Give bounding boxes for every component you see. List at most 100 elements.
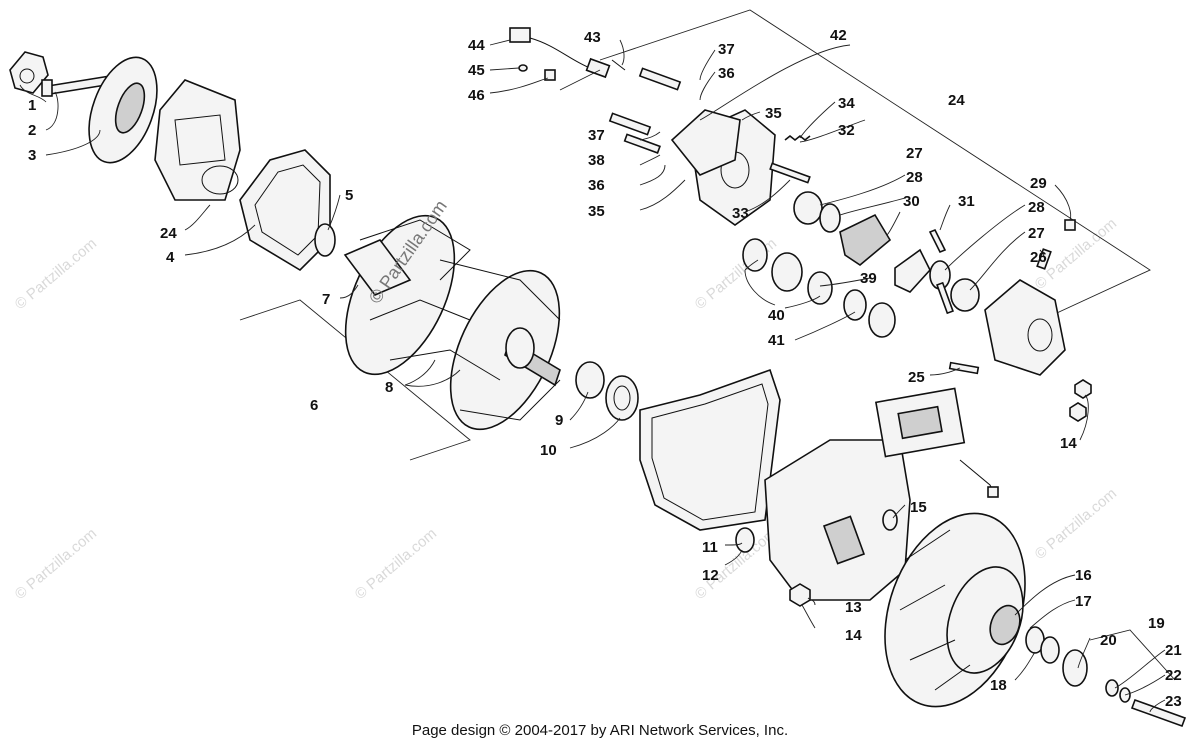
gearcase-assembly <box>639 368 999 607</box>
callout-27a: 27 <box>906 145 923 162</box>
callout-17: 17 <box>1075 593 1092 610</box>
spring-34 <box>784 134 811 142</box>
callout-1: 1 <box>28 97 36 114</box>
pin-31 <box>928 228 947 254</box>
callout-2: 2 <box>28 122 36 139</box>
callout-45: 45 <box>468 62 485 79</box>
nut-14 <box>789 583 811 607</box>
callout-39: 39 <box>860 270 877 287</box>
callout-32: 32 <box>838 122 855 139</box>
spider-nut <box>9 51 49 94</box>
callout-43: 43 <box>584 29 601 46</box>
callout-35a: 35 <box>765 105 782 122</box>
callout-41: 41 <box>768 332 785 349</box>
bleeder-26 <box>1036 248 1052 270</box>
drive-clutch-assembly <box>9 51 336 272</box>
sensor-body <box>585 57 611 79</box>
group-bracket-24 <box>599 9 1151 331</box>
spacer-washer <box>575 361 605 399</box>
clip-46 <box>544 69 556 81</box>
callout-23: 23 <box>1165 693 1182 710</box>
callout-8: 8 <box>385 379 393 396</box>
callout-4: 4 <box>166 249 175 266</box>
ball-bearing <box>605 375 639 421</box>
callout-21: 21 <box>1165 642 1182 659</box>
brake-pad-30 <box>839 213 892 266</box>
callout-37b: 37 <box>588 127 605 144</box>
callout-14: 14 <box>845 627 862 644</box>
cup-washer <box>1062 649 1088 687</box>
watermark-text: © Partzilla.com <box>12 235 100 313</box>
bolt-25 <box>936 281 954 315</box>
flat-washer <box>1105 679 1119 697</box>
callout-38: 38 <box>588 152 605 169</box>
callout-27b: 27 <box>1028 225 1045 242</box>
callout-30: 30 <box>903 193 920 210</box>
callout-29: 29 <box>1030 175 1047 192</box>
cap-29 <box>1064 219 1076 231</box>
callout-3: 3 <box>28 147 36 164</box>
watermark-text: © Partzilla.com <box>1032 485 1120 563</box>
callout-22: 22 <box>1165 667 1182 684</box>
screw-45 <box>518 64 528 72</box>
speed-sensor-harness <box>509 27 626 81</box>
brake-assembly <box>608 67 1092 422</box>
nut-14c <box>1069 402 1087 422</box>
case-gasket <box>639 368 781 531</box>
group-bracket-19 <box>1089 629 1176 681</box>
connector-44 <box>509 27 531 43</box>
seal-41 <box>868 302 896 338</box>
pulley-bolt <box>1130 698 1187 728</box>
callout-44: 44 <box>468 37 485 54</box>
piston-27 <box>793 191 823 225</box>
caliper-bracket <box>670 109 741 176</box>
output-shaft <box>822 515 866 565</box>
callout-28b: 28 <box>1028 199 1045 216</box>
callout-31: 31 <box>958 193 975 210</box>
bushing-12 <box>735 527 755 553</box>
bearing-40 <box>771 252 803 292</box>
callout-28a: 28 <box>906 169 923 186</box>
callout-40: 40 <box>768 307 785 324</box>
nut-14b <box>1074 379 1092 399</box>
seal-ring <box>314 223 336 257</box>
splined-shaft <box>343 239 412 296</box>
cover-gasket <box>239 149 331 272</box>
leader-lines <box>19 39 1166 713</box>
secondary-pulley <box>884 512 1026 708</box>
seal-39 <box>742 238 768 272</box>
callout-36a: 36 <box>718 65 735 82</box>
callout-46: 46 <box>468 87 485 104</box>
snap-ring <box>1040 636 1060 664</box>
callout-7: 7 <box>322 291 330 308</box>
callout-42: 42 <box>830 27 847 44</box>
callout-18: 18 <box>990 677 1007 694</box>
callout-25: 25 <box>908 369 925 386</box>
pin-43 <box>611 59 626 71</box>
callout-labels: 1 2 3 24 4 5 7 8 6 9 10 11 12 13 14 15 1… <box>28 27 1182 710</box>
callout-19: 19 <box>1148 615 1165 632</box>
callout-24b: 24 <box>948 92 965 109</box>
bolt-37 <box>638 67 682 91</box>
callout-16: 16 <box>1075 567 1092 584</box>
callout-9: 9 <box>555 412 563 429</box>
callout-37a: 37 <box>718 41 735 58</box>
driven-clutch-fan-assembly <box>343 214 561 431</box>
bolt-37 <box>608 112 652 136</box>
pin-33 <box>769 162 811 184</box>
brake-caliper-outer <box>984 279 1066 376</box>
callout-14b: 14 <box>1060 435 1077 452</box>
bolt-38 <box>623 133 661 154</box>
callout-36b: 36 <box>588 177 605 194</box>
watermark-text: © Partzilla.com <box>352 525 440 603</box>
seal-28 <box>819 203 841 233</box>
callout-33: 33 <box>732 205 749 222</box>
callout-10: 10 <box>540 442 557 459</box>
callout-34: 34 <box>838 95 855 112</box>
seal-15 <box>882 509 898 531</box>
clutch-housing <box>154 79 241 201</box>
page-footer: Page design © 2004-2017 by ARI Network S… <box>411 722 789 739</box>
callout-35b: 35 <box>588 203 605 220</box>
ring-41 <box>843 289 867 321</box>
